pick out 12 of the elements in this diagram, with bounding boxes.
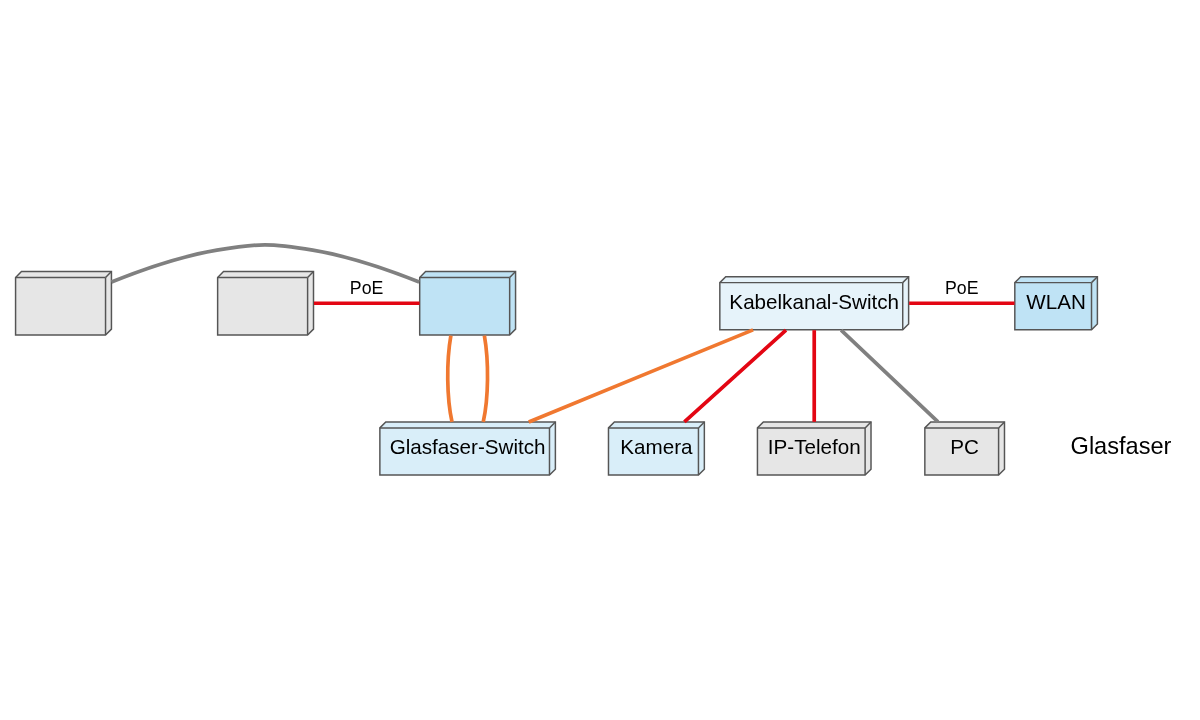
connector — [909, 301, 1015, 306]
connector — [110, 243, 420, 284]
label: Glasfaser — [1070, 433, 1172, 460]
connector — [528, 328, 754, 424]
connector — [313, 301, 420, 306]
edge-label: PoE — [945, 277, 979, 298]
connector — [445, 335, 454, 423]
connector — [481, 335, 490, 423]
connector — [683, 328, 788, 424]
edge-label: PoE — [349, 277, 384, 298]
connector — [812, 330, 817, 422]
connector — [839, 328, 940, 424]
